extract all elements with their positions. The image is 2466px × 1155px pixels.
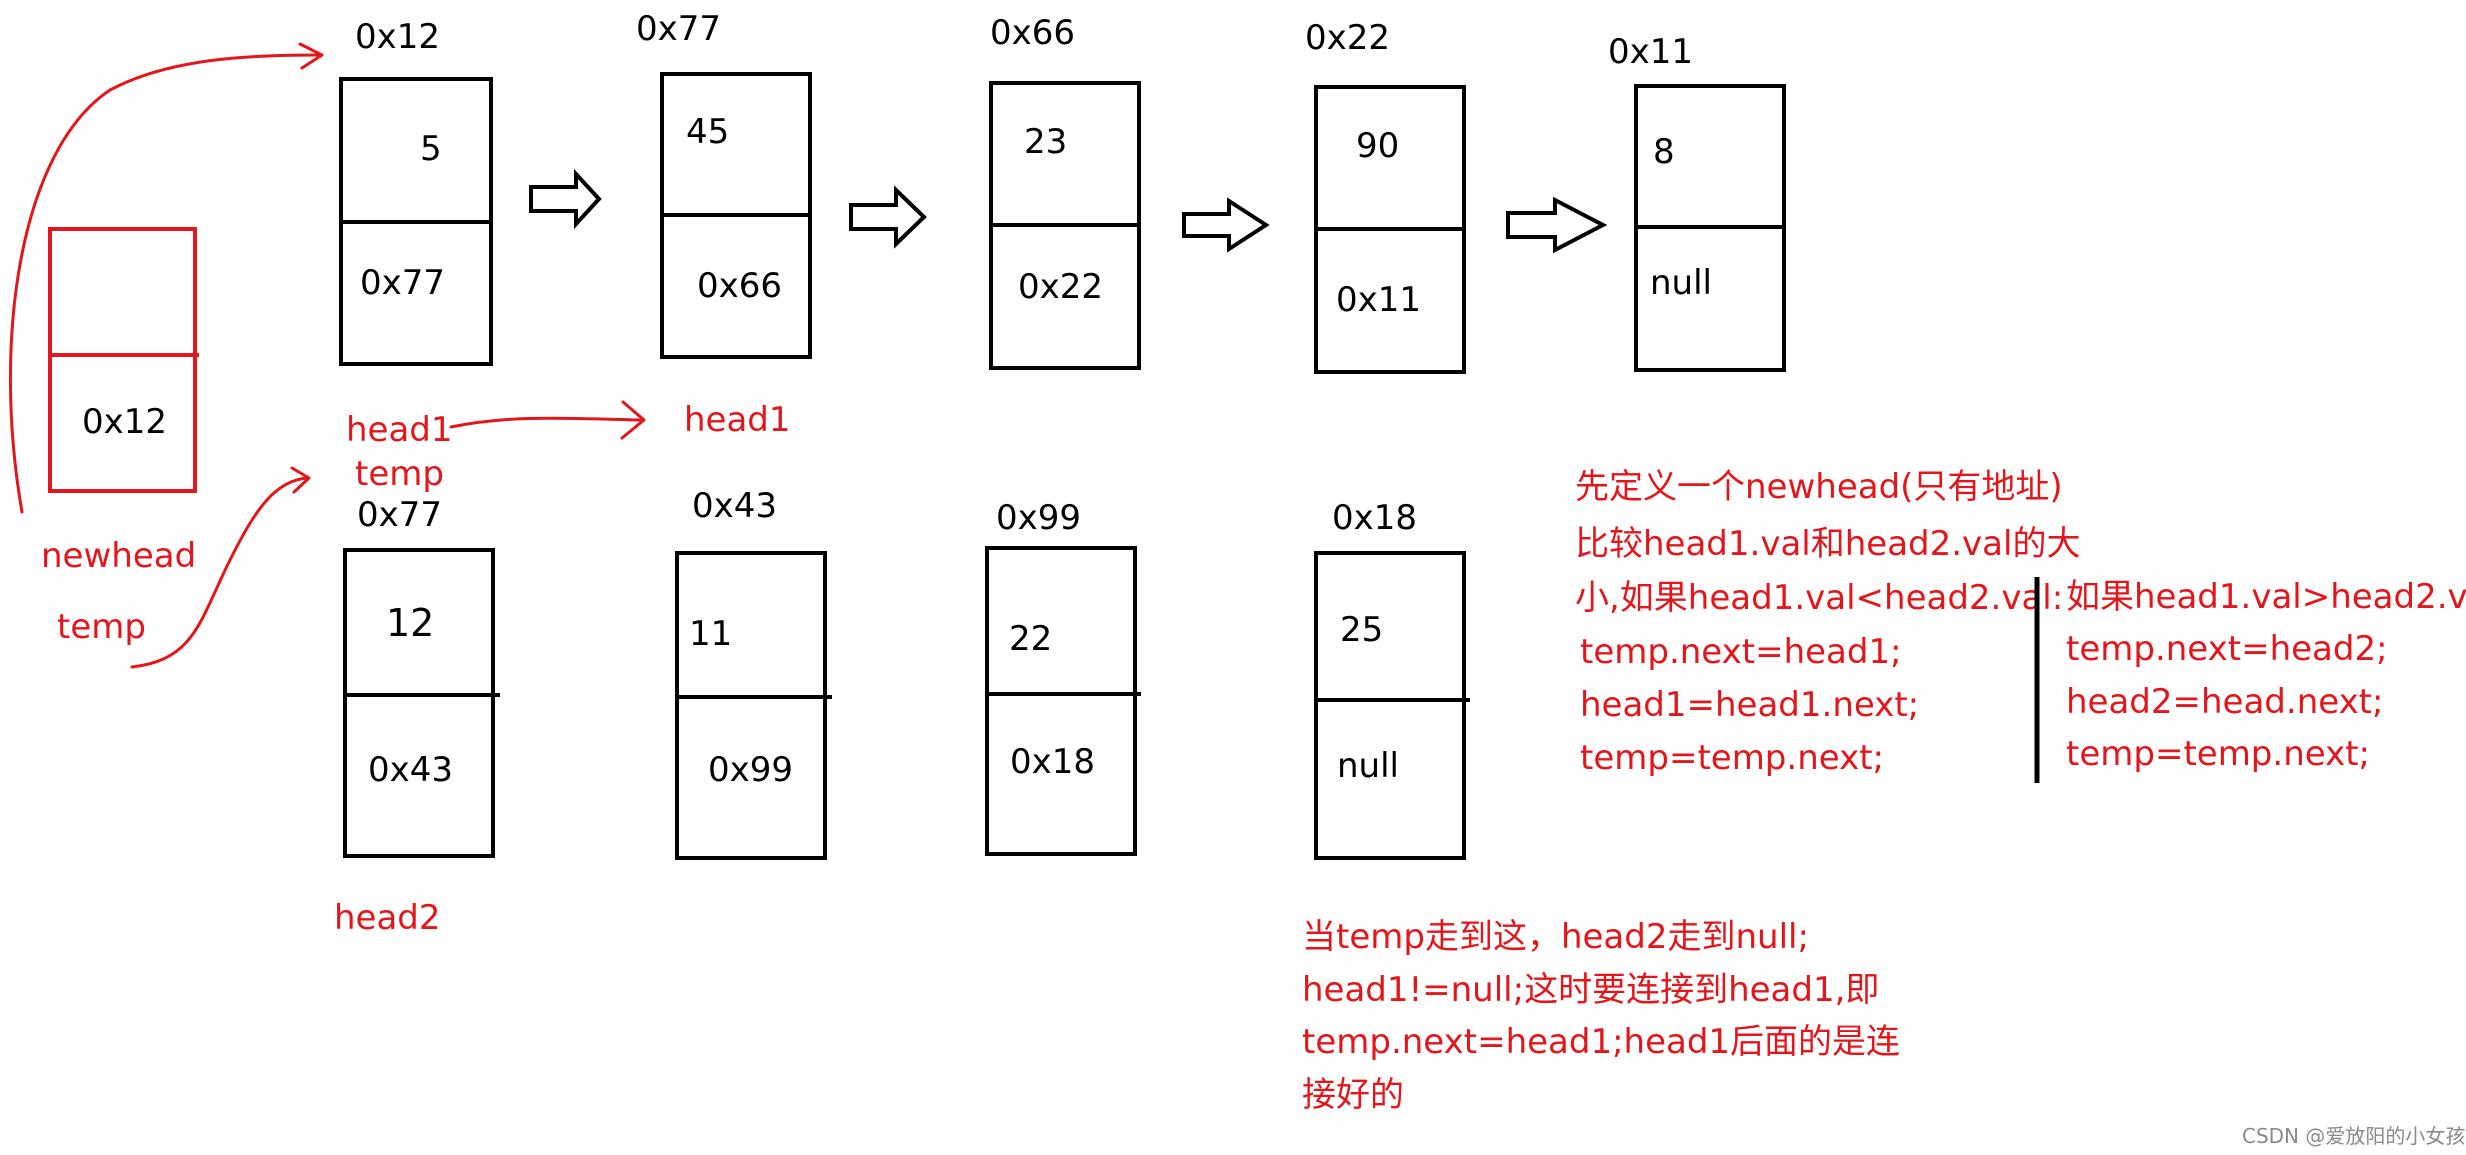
node-next: 0x22 [1018,267,1103,307]
node-value: 45 [686,112,729,152]
label-temp: temp [57,607,146,647]
node-next: 0x99 [708,750,793,790]
pointer-arrow-icon [130,466,311,669]
note-line: 先定义一个newhead(只有地址) [1575,467,2063,507]
label-temp: temp [355,454,444,494]
node-address: 0x18 [1332,498,1417,538]
pointer-arrow-icon [8,42,324,514]
node-value: 11 [689,614,732,654]
note-line: 当temp走到这，head2走到null; [1302,917,1809,957]
note-line: temp=temp.next; [1580,738,1884,778]
node-value: 22 [1009,619,1052,659]
newhead-node: 0x12 [48,227,199,493]
node-next: 0x77 [360,263,445,303]
note-line: 小,如果head1.val<head2.val: [1575,578,2063,618]
next-arrow-icon [1506,196,1608,254]
node-next: 0x18 [1010,742,1095,782]
node-next: 0x12 [82,402,167,442]
list1-node-3: 0x66 23 0x22 [989,13,1141,370]
next-arrow-icon [849,185,927,249]
list2-node-4: 0x18 25 null [1314,498,1470,860]
label-head1: head1 [684,400,791,440]
list2-node-2: 0x43 11 0x99 [675,486,832,860]
note-line: head1!=null;这时要连接到head1,即 [1302,970,1879,1010]
node-value: 25 [1340,610,1383,650]
note-line: head2=head.next; [2066,682,2383,722]
node-next: 0x43 [368,750,453,790]
label-newhead: newhead [41,536,196,576]
node-value: 8 [1653,132,1675,172]
list1-node-5: 0x11 8 null [1608,32,1786,372]
node-address: 0x12 [355,17,440,57]
note-line: temp=temp.next; [2066,734,2370,774]
node-value: 90 [1356,126,1399,166]
list2-node-1: 0x77 12 0x43 [343,495,500,858]
node-next: 0x66 [697,266,782,306]
note-line: 接好的 [1302,1075,1404,1115]
note-line: temp.next=head2; [2066,629,2388,669]
label-head1: head1 [346,410,453,450]
node-address: 0x77 [636,9,721,49]
node-next: null [1337,746,1399,786]
node-next: null [1650,263,1712,303]
list1-node-1: 0x12 5 0x77 [339,17,493,366]
next-arrow-icon [529,168,602,230]
list1-node-4: 0x22 90 0x11 [1305,18,1466,374]
next-arrow-icon [1182,197,1270,253]
note-line: temp.next=head1; [1580,632,1902,672]
pointer-arrow-icon [449,400,646,440]
node-value: 23 [1024,122,1067,162]
notes-compare-greater: 如果head1.val>head2.val: temp.next=head2; … [2066,577,2466,774]
note-line: temp.next=head1;head1后面的是连 [1302,1022,1900,1062]
watermark: CSDN @爱放阳的小女孩 [2242,1124,2465,1148]
node-address: 0x66 [990,13,1075,53]
node-address: 0x77 [357,495,442,535]
label-head2: head2 [334,898,441,938]
node-address: 0x43 [692,486,777,526]
note-line: 比较head1.val和head2.val的大 [1575,524,2080,564]
note-line: head1=head1.next; [1580,685,1919,725]
node-value: 12 [386,601,434,645]
notes-compare-less: 先定义一个newhead(只有地址) 比较head1.val和head2.val… [1575,467,2080,778]
list2-node-3: 0x99 22 0x18 [985,498,1141,856]
node-address: 0x99 [996,498,1081,538]
node-next: 0x11 [1336,280,1421,320]
list1-node-2: 0x77 45 0x66 [636,9,812,359]
node-value: 5 [420,129,442,169]
node-address: 0x11 [1608,32,1693,72]
notes-tail-connect: 当temp走到这，head2走到null; head1!=null;这时要连接到… [1302,917,1900,1115]
node-address: 0x22 [1305,18,1390,58]
note-line: 如果head1.val>head2.val: [2066,577,2466,617]
